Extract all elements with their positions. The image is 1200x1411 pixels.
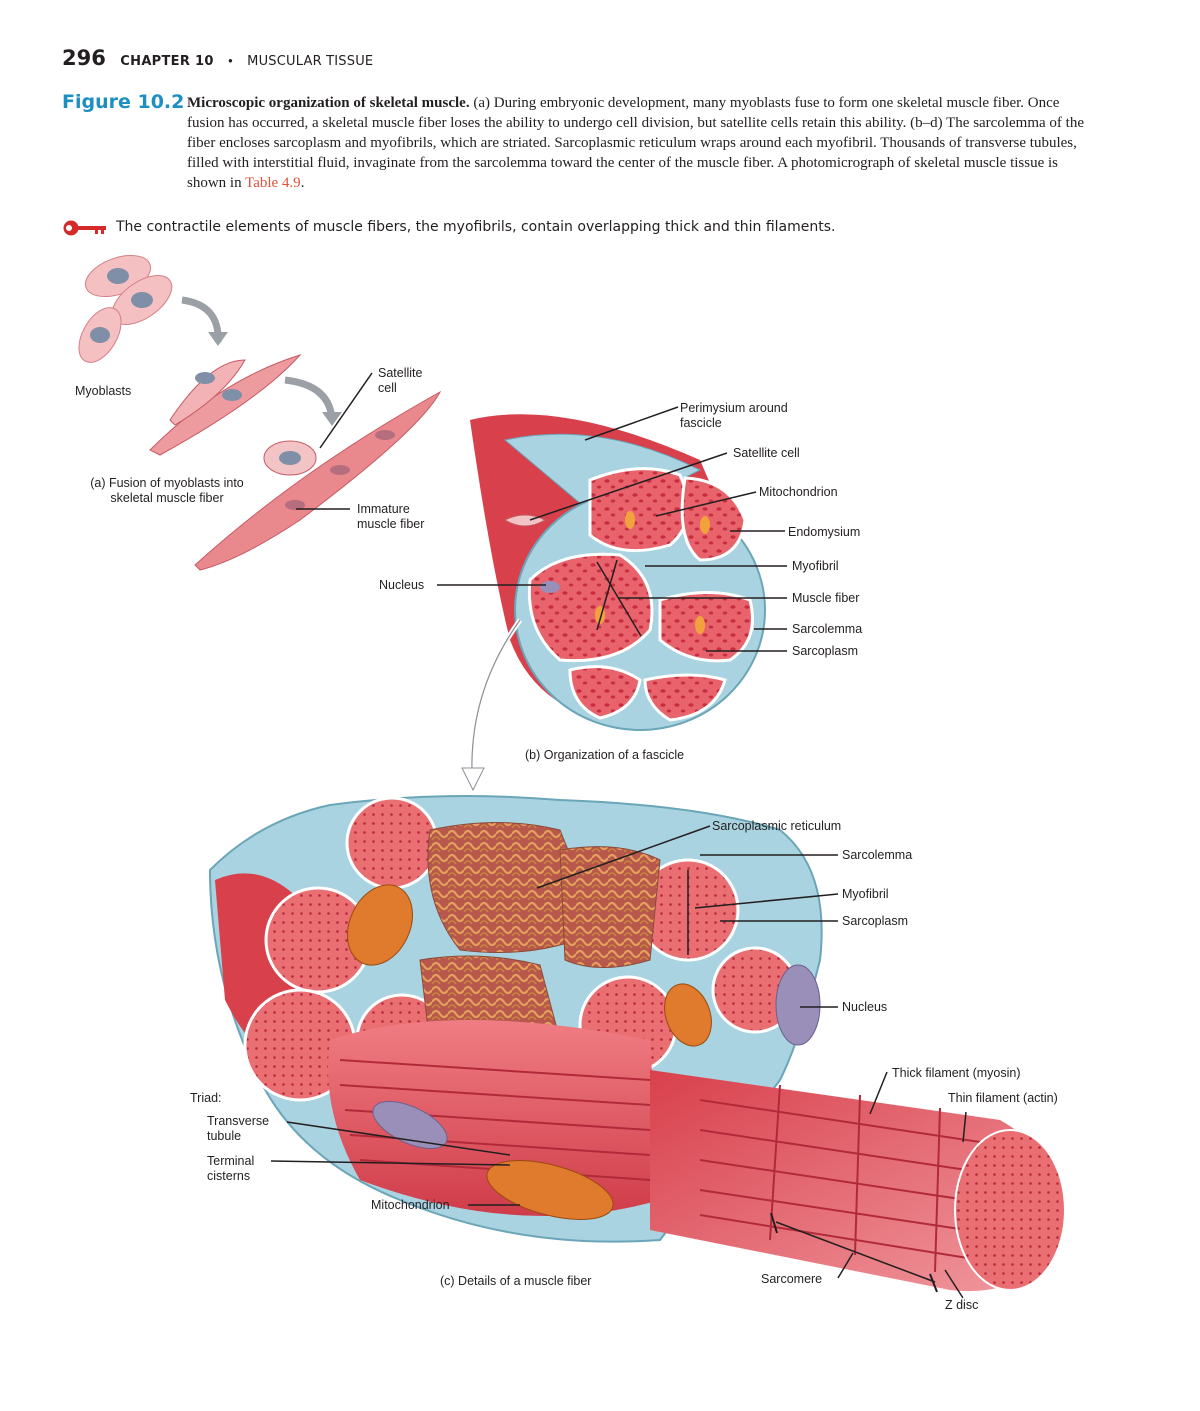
label-mitochondrion-c: Mitochondrion	[371, 1198, 450, 1212]
panel-a-caption: (a) Fusion of myoblasts into skeletal mu…	[90, 476, 244, 505]
label-transverse-tubule: Transverse tubule	[207, 1114, 270, 1143]
panel-b-fascicle	[437, 406, 787, 792]
figure-caption: Microscopic organization of skeletal mus…	[187, 93, 1087, 193]
label-satellite-cell-b: Satellite cell	[733, 446, 800, 460]
immature-muscle-fiber	[194, 390, 442, 571]
label-myofibril-c: Myofibril	[842, 887, 889, 901]
label-sarcolemma-b: Sarcolemma	[792, 622, 863, 636]
label-nucleus-c: Nucleus	[842, 1000, 888, 1014]
label-sarcoplasm-b: Sarcoplasm	[792, 644, 858, 658]
label-sarcoplasmic-reticulum: Sarcoplasmic reticulum	[712, 819, 842, 833]
page-number: 296	[62, 46, 106, 70]
label-thick-filament: Thick filament (myosin)	[892, 1066, 1021, 1080]
key-concept-text: The contractile elements of muscle fiber…	[116, 219, 836, 235]
mitochondria	[347, 884, 712, 1220]
label-sarcolemma-c: Sarcolemma	[842, 848, 913, 862]
fiber-bundle-longitudinal	[328, 1020, 660, 1216]
label-endomysium: Endomysium	[788, 525, 861, 539]
panel-c-caption: (c) Details of a muscle fiber	[440, 1274, 592, 1288]
label-nucleus-b: Nucleus	[379, 578, 425, 592]
label-z-disc: Z disc	[945, 1298, 979, 1312]
fusing-myoblasts	[149, 353, 302, 456]
sarcoplasmic-reticulum-network	[419, 822, 661, 1052]
label-sarcomere: Sarcomere	[761, 1272, 823, 1286]
label-sarcoplasm-c: Sarcoplasm	[842, 914, 908, 928]
label-myoblasts: Myoblasts	[75, 384, 132, 398]
key-icon	[63, 220, 106, 236]
panel-b-caption: (b) Organization of a fascicle	[525, 748, 685, 762]
myofibril-end	[954, 1129, 1066, 1291]
panel-a-fusion	[78, 254, 442, 571]
myoblast-cells	[78, 254, 173, 363]
label-myofibril-b: Myofibril	[792, 559, 839, 573]
table-reference-link[interactable]: Table 4.9	[245, 175, 301, 191]
figure-label: Figure 10.2	[62, 91, 185, 113]
header-bullet: •	[228, 53, 233, 68]
label-thin-filament: Thin filament (actin)	[948, 1091, 1058, 1105]
panel-c-muscle-fiber	[208, 795, 1066, 1299]
chapter-label: CHAPTER 10	[120, 54, 214, 69]
label-triad: Triad:	[190, 1091, 222, 1105]
label-mitochondrion-b: Mitochondrion	[759, 485, 838, 499]
caption-body: (a) During embryonic development, many m…	[187, 95, 1084, 191]
section-title: MUSCULAR TISSUE	[247, 54, 374, 69]
figure-title: Microscopic organization of skeletal mus…	[187, 95, 470, 111]
running-header: 296 CHAPTER 10 • MUSCULAR TISSUE	[62, 46, 373, 70]
label-perimysium: Perimysium around fascicle	[680, 401, 788, 430]
label-terminal-cisterns: Terminal cisterns	[207, 1154, 255, 1183]
nuclei	[372, 964, 821, 1149]
label-muscle-fiber: Muscle fiber	[792, 591, 860, 605]
caption-end: .	[300, 175, 305, 191]
label-immature-muscle-fiber: Immature muscle fiber	[357, 502, 425, 531]
label-satellite-cell-a: Satellite cell	[378, 366, 423, 395]
